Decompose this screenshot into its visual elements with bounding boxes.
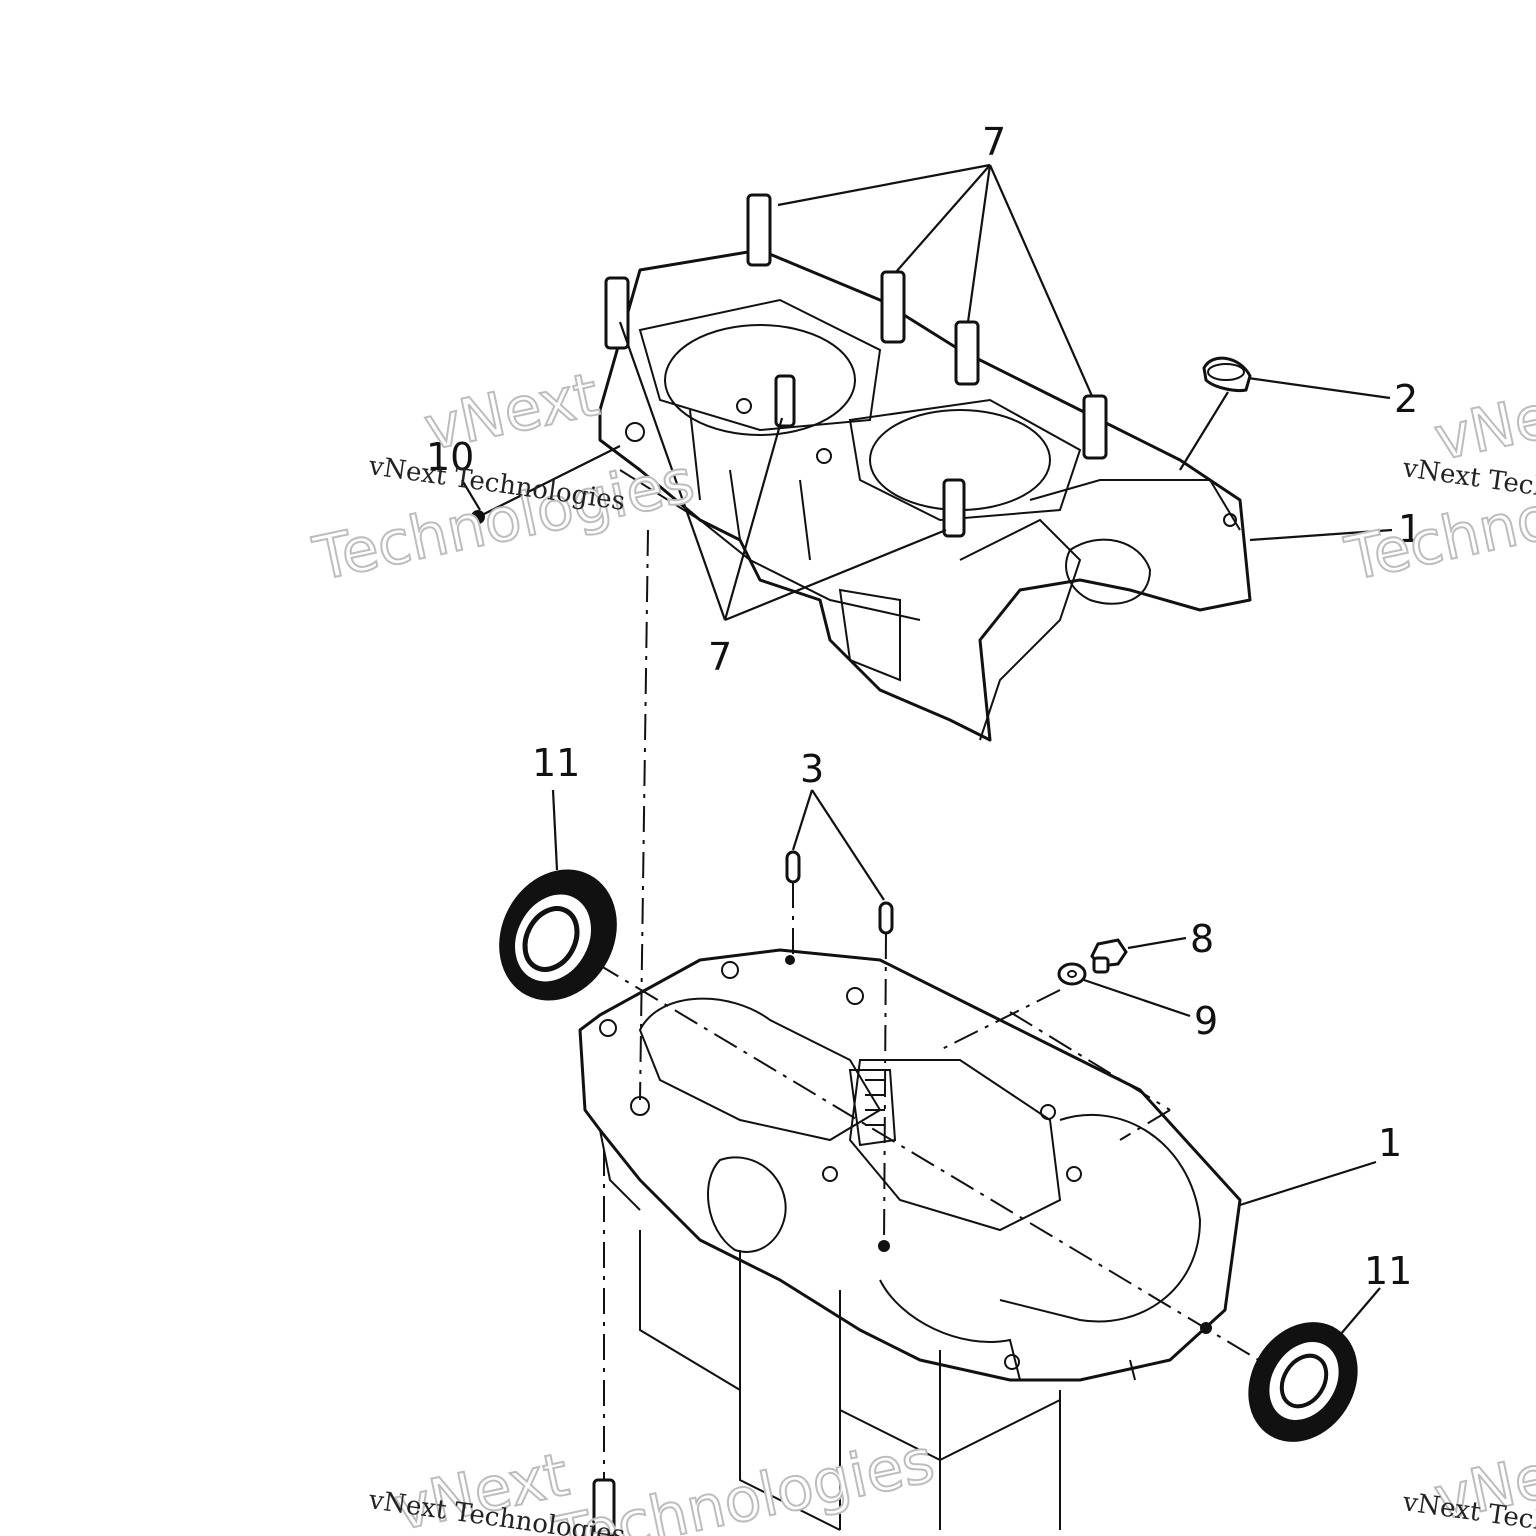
callout-11-left: 11 bbox=[532, 741, 580, 785]
oil-seal-right-part-11 bbox=[1248, 1322, 1358, 1442]
cylinder-studs bbox=[604, 193, 1108, 538]
watermark-lower-left: vNext Technologies vNext Technologies bbox=[366, 1425, 941, 1536]
callout-8: 8 bbox=[1190, 917, 1214, 961]
watermark-lower-right: vNext vNext Technologies bbox=[1400, 1429, 1536, 1536]
lower-crankcase-half bbox=[578, 948, 1242, 1531]
upper-crankcase-half bbox=[598, 248, 1252, 742]
dowel-pins-part-3 bbox=[785, 850, 894, 935]
callout-3: 3 bbox=[800, 747, 824, 791]
watermark-word-technologies: Technologies bbox=[308, 446, 701, 595]
callout-11-right: 11 bbox=[1364, 1249, 1412, 1293]
callout-leader-lines bbox=[461, 163, 1393, 1336]
plug-part-2 bbox=[1179, 356, 1252, 471]
watermark-word-vnext: vNext bbox=[419, 360, 605, 465]
callout-1-lower: 1 bbox=[1378, 1121, 1402, 1165]
oil-seal-left-part-11 bbox=[499, 869, 617, 1001]
watermark-upper-left: vNext Technologies vNext Technologies bbox=[307, 359, 702, 596]
watermark-upper-right: vNext Technologies vNext Technologies bbox=[1339, 369, 1536, 596]
callout-10: 10 bbox=[426, 435, 474, 479]
assembly-center-lines bbox=[595, 529, 1263, 1480]
callout-7-top: 7 bbox=[982, 120, 1006, 164]
callout-7-bottom: 7 bbox=[708, 635, 732, 679]
callout-9: 9 bbox=[1194, 999, 1218, 1043]
washer-part-9 bbox=[1057, 962, 1087, 986]
callout-labels: 7 7 2 1 10 11 3 8 9 1 11 bbox=[426, 120, 1422, 1293]
callout-1-upper: 1 bbox=[1398, 507, 1422, 551]
callout-2: 2 bbox=[1394, 377, 1418, 421]
drain-bolt-part-8 bbox=[1090, 938, 1128, 974]
pin-part-10 bbox=[471, 445, 621, 524]
